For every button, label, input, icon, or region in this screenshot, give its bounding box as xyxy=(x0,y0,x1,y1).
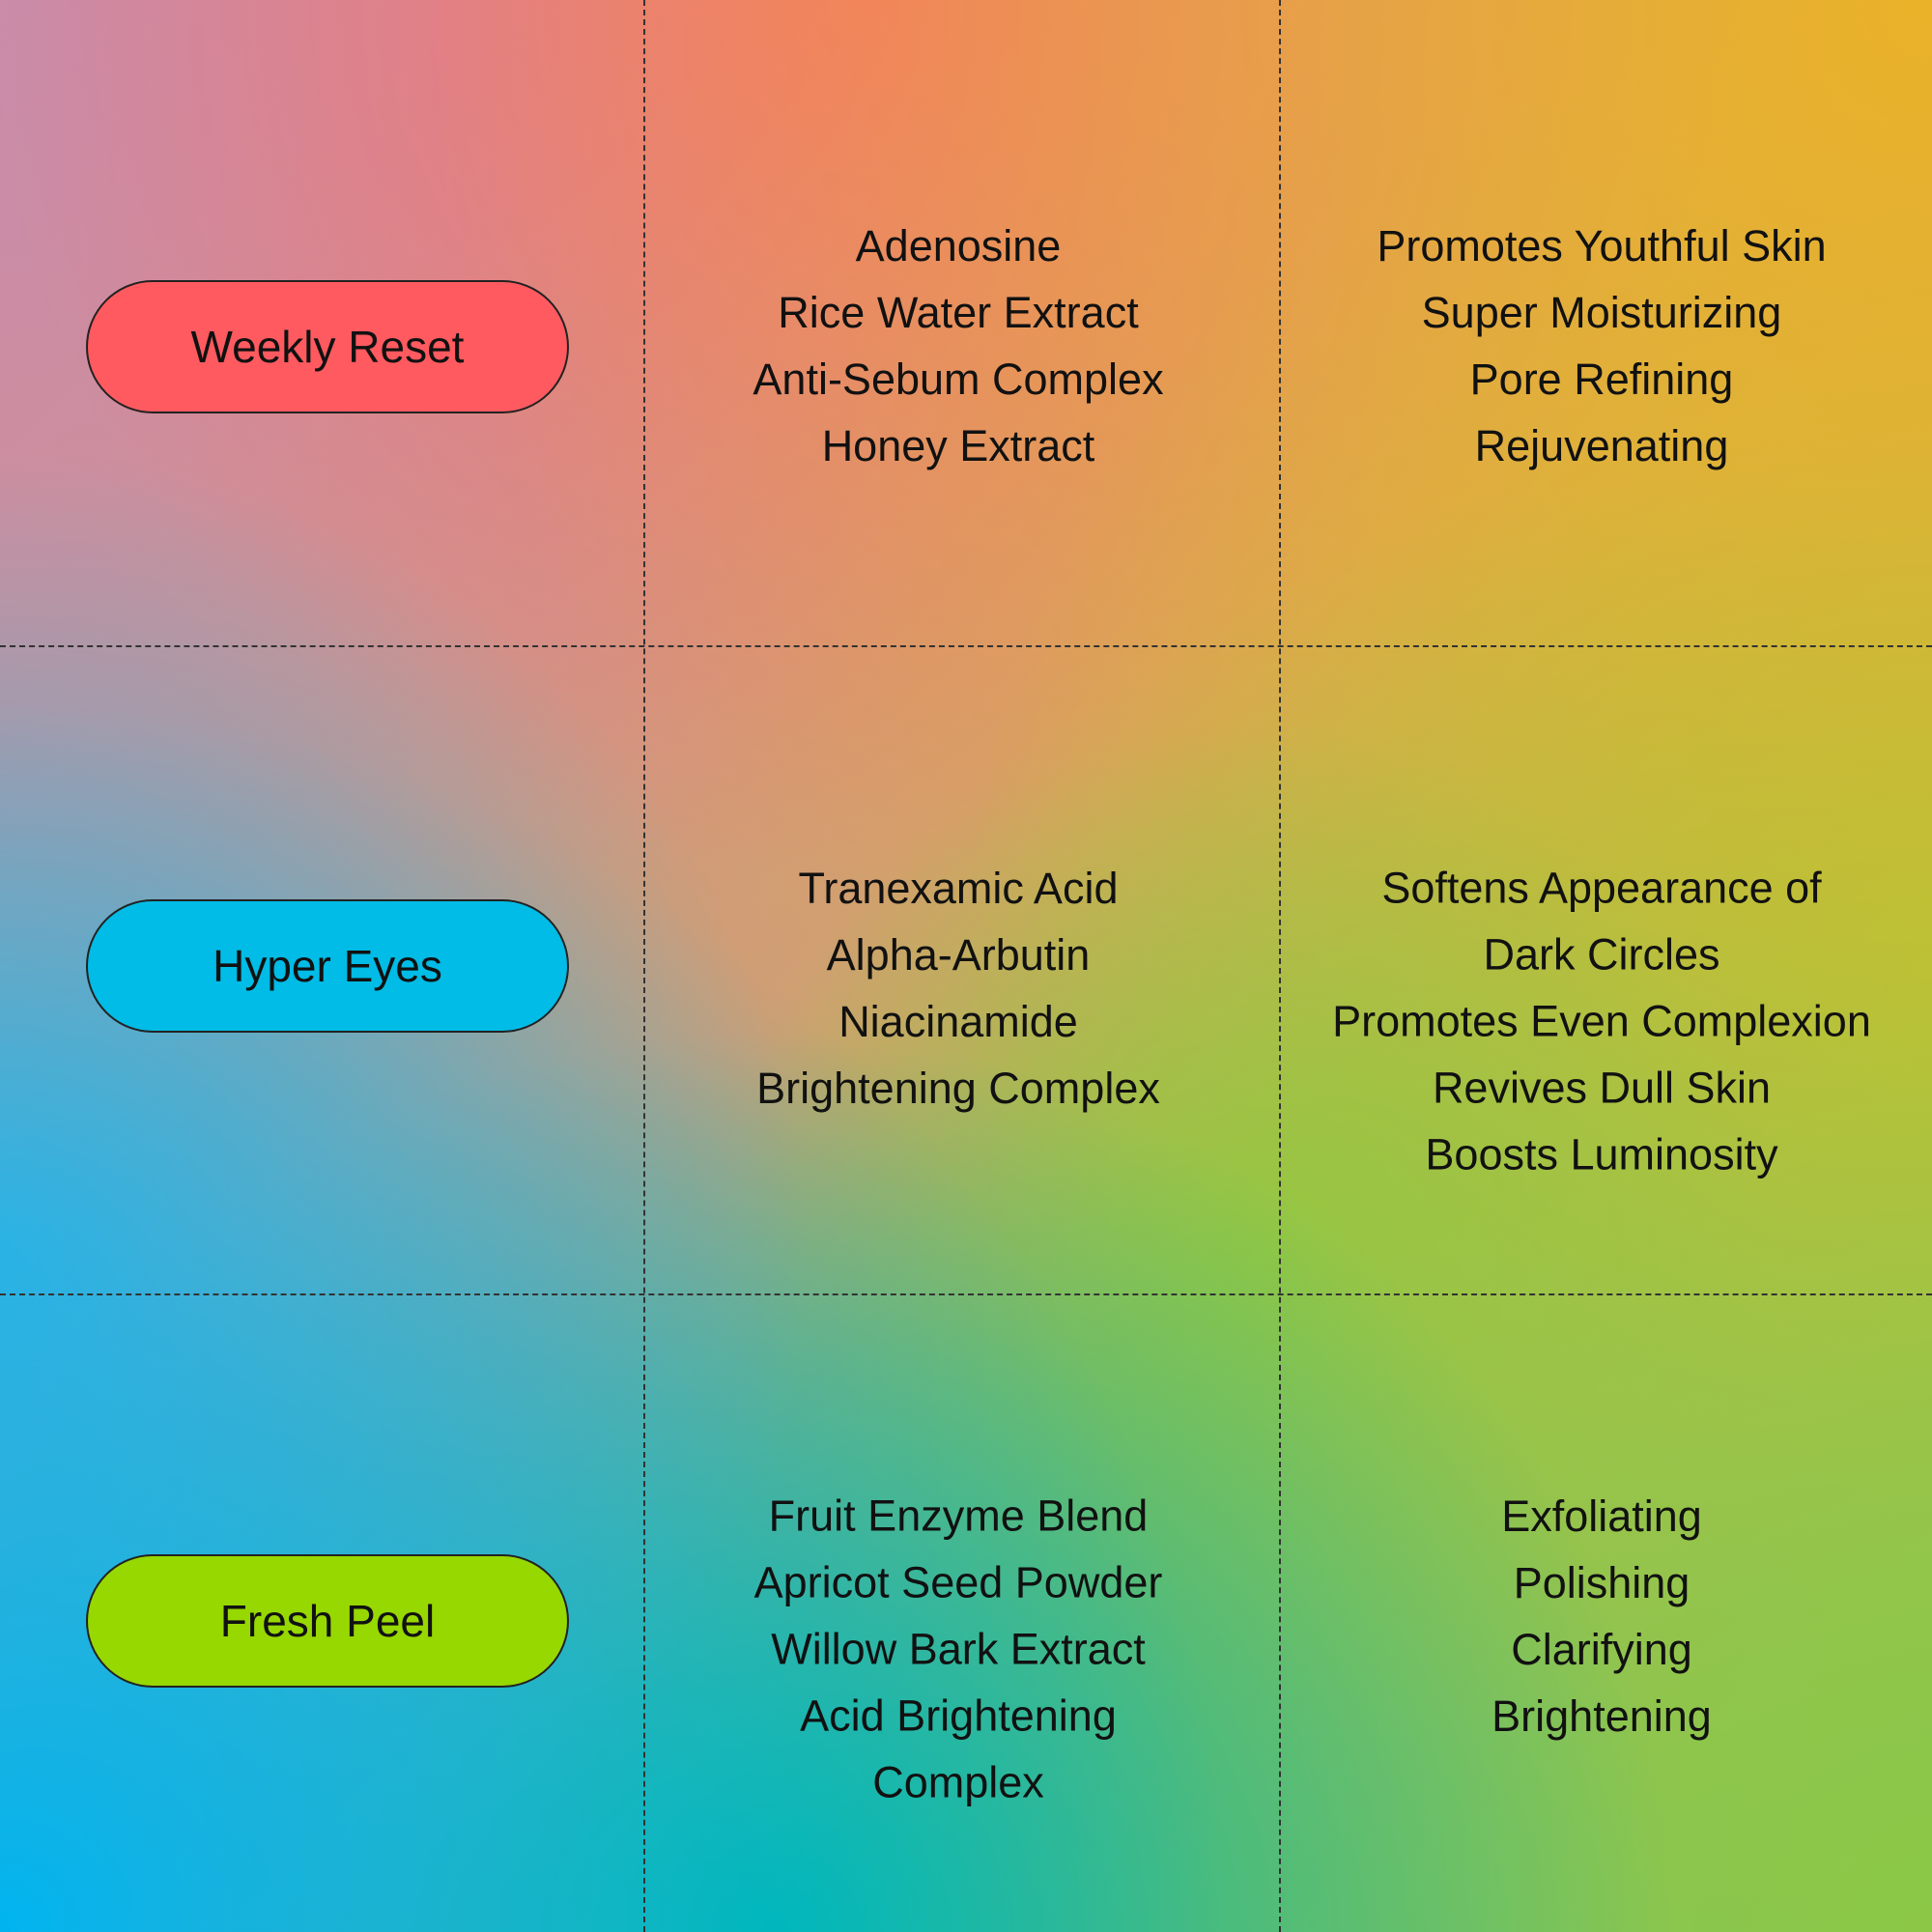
column-divider xyxy=(1279,0,1281,1932)
row-divider xyxy=(0,1293,1932,1295)
ingredient-item: Acid Brightening xyxy=(800,1690,1117,1741)
benefit-item: Promotes Youthful Skin xyxy=(1377,221,1827,270)
row-divider xyxy=(0,645,1932,647)
product-name-pill: Fresh Peel xyxy=(86,1554,569,1688)
ingredient-item: Apricot Seed Powder xyxy=(753,1557,1163,1607)
ingredient-item: Willow Bark Extract xyxy=(771,1624,1146,1674)
ingredient-item: Tranexamic Acid xyxy=(798,864,1119,913)
ingredient-item: Anti-Sebum Complex xyxy=(753,355,1164,404)
product-name-pill: Hyper Eyes xyxy=(86,899,569,1033)
benefit-item: Super Moisturizing xyxy=(1421,288,1782,337)
column-divider xyxy=(643,0,645,1932)
benefit-item: Pore Refining xyxy=(1469,355,1734,404)
benefit-item: Exfoliating xyxy=(1501,1492,1702,1541)
product-name-pill: Weekly Reset xyxy=(86,280,569,413)
benefit-item: Clarifying xyxy=(1511,1625,1692,1674)
ingredient-item: Rice Water Extract xyxy=(778,288,1139,337)
ingredient-item: Fruit Enzyme Blend xyxy=(768,1491,1149,1541)
benefit-item: Softens Appearance of xyxy=(1381,863,1822,913)
benefit-item: Rejuvenating xyxy=(1474,421,1729,470)
benefit-item: Polishing xyxy=(1513,1558,1690,1607)
benefit-item: Boosts Luminosity xyxy=(1425,1129,1778,1179)
ingredient-item: Brightening Complex xyxy=(756,1064,1160,1113)
ingredient-item: Alpha-Arbutin xyxy=(826,930,1091,980)
benefit-item: Revives Dull Skin xyxy=(1432,1063,1772,1113)
benefit-item: Promotes Even Complexion xyxy=(1332,996,1871,1046)
ingredient-item: Niacinamide xyxy=(838,997,1078,1046)
benefit-item: Brightening xyxy=(1492,1691,1712,1741)
benefit-item: Dark Circles xyxy=(1483,929,1720,980)
ingredient-item: Adenosine xyxy=(855,221,1062,270)
ingredient-item: Complex xyxy=(872,1757,1044,1807)
ingredient-item: Honey Extract xyxy=(821,421,1095,470)
